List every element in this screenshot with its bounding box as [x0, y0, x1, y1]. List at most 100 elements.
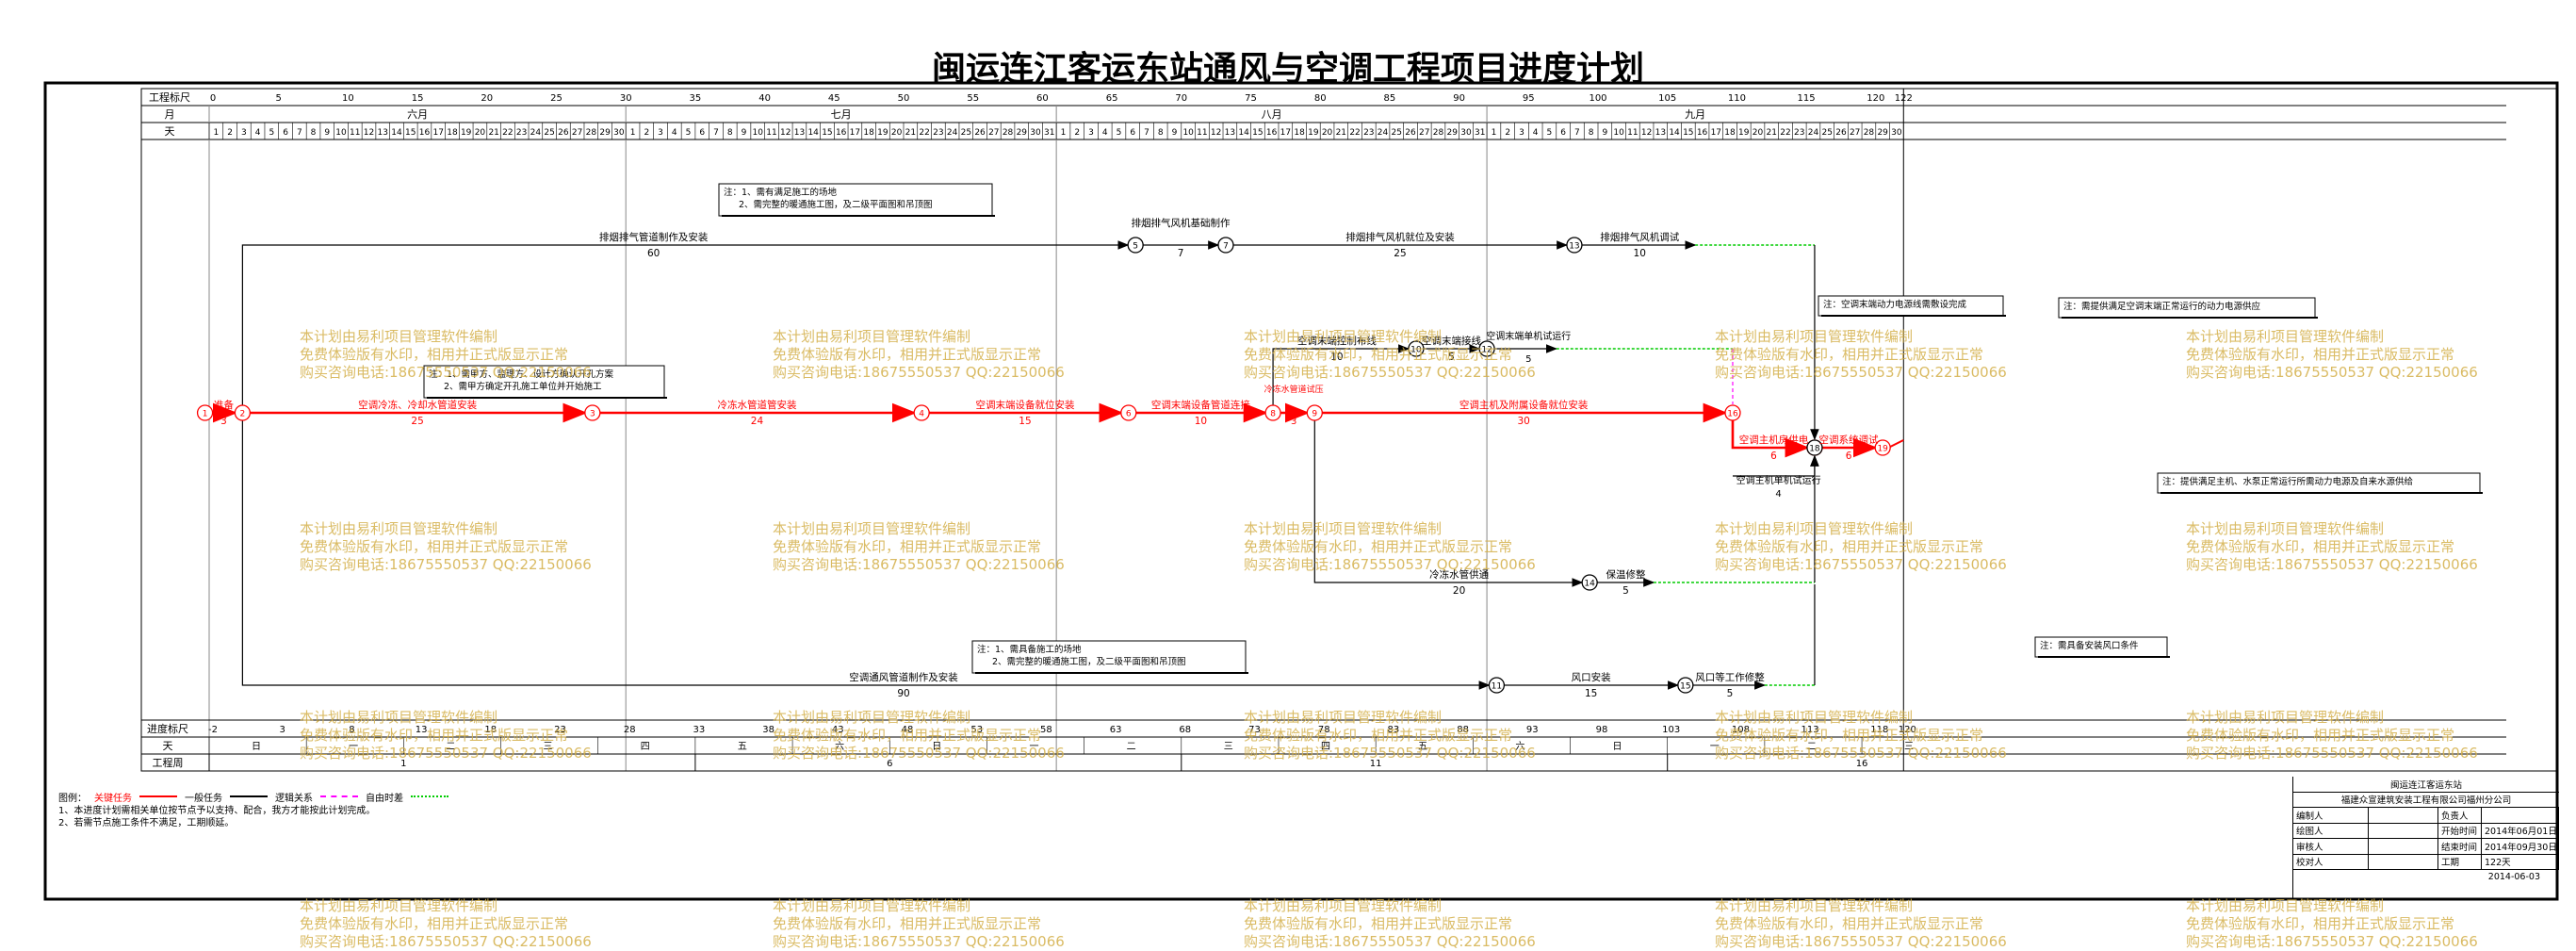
day-number: 19: [877, 128, 889, 138]
day-number: 25: [544, 128, 554, 138]
bottom-scale-tick: 98: [1596, 725, 1608, 735]
weekday-label: 二: [446, 742, 455, 752]
node-number-8: 8: [1270, 410, 1276, 419]
info-date: 2014-06-03: [2487, 872, 2540, 883]
task-days-valve_install: 24: [751, 416, 764, 427]
scale-tick: 35: [690, 93, 702, 104]
bottom-scale-tick: 63: [1110, 725, 1122, 735]
day-number: 15: [1683, 128, 1693, 138]
task-name-exhaust_test: 排烟排气风机调试: [1600, 231, 1679, 243]
bottom-scale-tick: 78: [1318, 725, 1330, 735]
node-number-4: 4: [919, 410, 924, 419]
arrow-control-wiring: [1272, 344, 1410, 405]
day-number: 11: [1627, 128, 1638, 138]
arrow-exhaust-duct: [241, 240, 1130, 405]
day-number: 26: [1835, 128, 1847, 138]
task-name-pipe_test: 冷冻水管道试压: [1264, 384, 1324, 395]
day-number: 1: [214, 128, 220, 138]
task-days-terminal_connect: 5: [1448, 352, 1455, 363]
node-number-2: 2: [240, 410, 246, 419]
note-box-n2: [423, 365, 665, 399]
task-name-terminal_pipe: 空调末端设备管道连接: [1151, 399, 1250, 411]
task-days-air_duct: 90: [897, 688, 909, 699]
day-number: 24: [1808, 128, 1819, 138]
task-days-exhaust_base: 7: [1178, 248, 1184, 259]
day-number: 6: [699, 128, 705, 138]
node-16: [1724, 404, 1741, 421]
scale-tick: 90: [1453, 93, 1465, 104]
day-number: 1: [630, 128, 636, 138]
scale-tick: 105: [1658, 93, 1676, 104]
info-company: 福建众宣建筑安装工程有限公司福州分公司: [2293, 793, 2559, 808]
weekday-label: 三: [1224, 742, 1233, 752]
month-label: 八月: [1262, 108, 1282, 121]
node-14: [1581, 574, 1598, 591]
day-number: 8: [1158, 128, 1164, 138]
legend-float-swatch: [411, 795, 448, 797]
week-number: 1: [400, 759, 406, 769]
note-line-n2: 2、需甲方确定开孔施工单位并开始施工: [444, 381, 602, 392]
day-number: 21: [488, 128, 498, 138]
task-days-chiller_power: 6: [1770, 451, 1777, 462]
node-18: [1806, 439, 1823, 456]
node-19: [1874, 439, 1891, 456]
bottom-scale-tick: 48: [902, 725, 914, 735]
day-number: 9: [1172, 128, 1178, 138]
day-number: 7: [297, 128, 302, 138]
bottom-scale-tick: 13: [416, 725, 428, 735]
node-15: [1677, 677, 1694, 694]
bottom-scale-tick: 93: [1526, 725, 1539, 735]
day-number: 21: [905, 128, 916, 138]
day-number: 22: [1780, 128, 1790, 138]
day-number: 4: [1102, 128, 1108, 138]
day-number: 19: [1308, 128, 1319, 138]
note-line-n1: 2、需完整的暖通施工图，及二级平面图和吊顶图: [739, 199, 933, 210]
day-number: 15: [405, 128, 416, 138]
node-11: [1488, 677, 1506, 694]
scale-tick: 60: [1036, 93, 1049, 104]
day-number: 18: [863, 128, 874, 138]
day-number: 16: [1697, 128, 1708, 138]
day-number: 22: [1349, 128, 1360, 138]
arrow-chw-supply: [1313, 420, 1584, 587]
legend-prefix: 图例：: [58, 793, 87, 804]
legend-critical-label: 关键任务: [94, 793, 132, 804]
day-number: 10: [753, 128, 764, 138]
weekday-label: 四: [641, 742, 650, 752]
footer-row-label: 工程周: [153, 757, 184, 769]
bottom-scale-tick: 113: [1802, 725, 1819, 735]
node-3: [584, 404, 601, 421]
node-number-1: 1: [203, 410, 208, 419]
day-number: 14: [807, 128, 819, 138]
task-name-prep: 准备: [214, 399, 234, 411]
task-days-terminal_pipe: 10: [1195, 416, 1207, 427]
task-name-chiller_run: 空调主机单机试运行: [1736, 474, 1821, 486]
legend-float-label: 自由时差: [366, 793, 403, 804]
node-7: [1217, 237, 1234, 254]
day-number: 3: [241, 128, 247, 138]
bottom-scale-tick: 118: [1870, 725, 1888, 735]
day-number: 12: [1641, 128, 1652, 138]
day-number: 28: [1864, 128, 1875, 138]
task-name-terminal_place: 空调末端设备就位安装: [975, 399, 1074, 411]
node-number-12: 12: [1481, 346, 1492, 355]
day-number: 25: [1821, 128, 1832, 138]
bottom-scale-tick: 8: [349, 725, 354, 735]
task-days-exhaust_test: 10: [1634, 248, 1646, 259]
day-number: 23: [933, 128, 943, 138]
note-line-n1: 注：1、需有满足施工的场地: [724, 187, 838, 198]
day-number: 27: [1419, 128, 1429, 138]
day-number: 27: [1850, 128, 1860, 138]
day-number: 26: [1405, 128, 1416, 138]
day-number: 23: [1363, 128, 1374, 138]
bottom-scale-tick: 38: [762, 725, 774, 735]
day-number: 16: [836, 128, 847, 138]
task-days-chiller_run: 4: [1775, 489, 1781, 500]
day-number: 18: [1294, 128, 1305, 138]
legend-normal-swatch: [230, 795, 268, 797]
day-number: 3: [1519, 128, 1524, 138]
task-name-system_test: 空调系统调试: [1819, 434, 1879, 446]
node-number-6: 6: [1126, 410, 1132, 419]
